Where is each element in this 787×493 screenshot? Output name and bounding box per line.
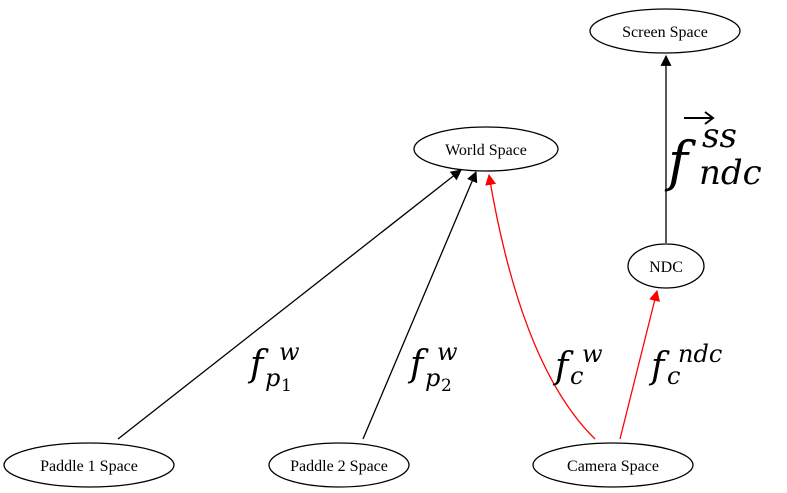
node-screen-space: Screen Space <box>589 8 741 54</box>
edge-paddle2-to-world <box>362 170 478 440</box>
node-paddle2-space: Paddle 2 Space <box>268 442 410 488</box>
label-f-p1-w-subsub: 1 <box>281 376 292 396</box>
label-f-p2-w-sub: p <box>425 364 440 392</box>
node-paddle1-space: Paddle 1 Space <box>3 442 175 488</box>
node-camera-space: Camera Space <box>532 442 694 488</box>
node-camera-space-label: Camera Space <box>567 458 659 475</box>
label-f-p2-w-sup: w <box>437 338 458 366</box>
label-f-c-ndc-sub: c <box>667 362 680 390</box>
label-f-p1-w-sup: w <box>279 338 300 366</box>
vector-arrowhead-icon <box>704 111 715 125</box>
label-f-c-w-sub: c <box>570 362 583 390</box>
node-paddle1-space-label: Paddle 1 Space <box>40 458 138 475</box>
node-ndc: NDC <box>627 243 705 289</box>
label-f-c-ndc: f ndc c <box>648 340 722 390</box>
label-f-p1-w-sub: p <box>265 364 280 392</box>
label-f-ndc-ss-base: f <box>664 130 696 193</box>
label-f-ndc-ss: f ss ndc <box>664 111 762 193</box>
label-f-p2-w-subsub: 2 <box>441 376 452 396</box>
node-paddle2-space-label: Paddle 2 Space <box>290 458 388 475</box>
label-f-ndc-ss-sup: ss <box>702 116 737 156</box>
edge-camera-to-ndc <box>619 289 660 440</box>
label-f-p2-w: f w p 2 <box>407 338 458 396</box>
node-world-space: World Space <box>413 126 559 172</box>
edge-paddle1-to-world <box>117 169 462 440</box>
label-f-p1-w: f w p 1 <box>247 338 300 396</box>
node-world-space-label: World Space <box>445 142 527 159</box>
label-f-ndc-ss-sub: ndc <box>699 153 762 193</box>
edge-camera-to-world <box>485 173 596 440</box>
node-screen-space-label: Screen Space <box>622 24 708 41</box>
label-f-c-w: f w c <box>552 340 603 390</box>
node-ndc-label: NDC <box>649 259 683 276</box>
label-f-c-w-sup: w <box>582 340 603 368</box>
label-f-c-ndc-sup: ndc <box>678 340 722 368</box>
